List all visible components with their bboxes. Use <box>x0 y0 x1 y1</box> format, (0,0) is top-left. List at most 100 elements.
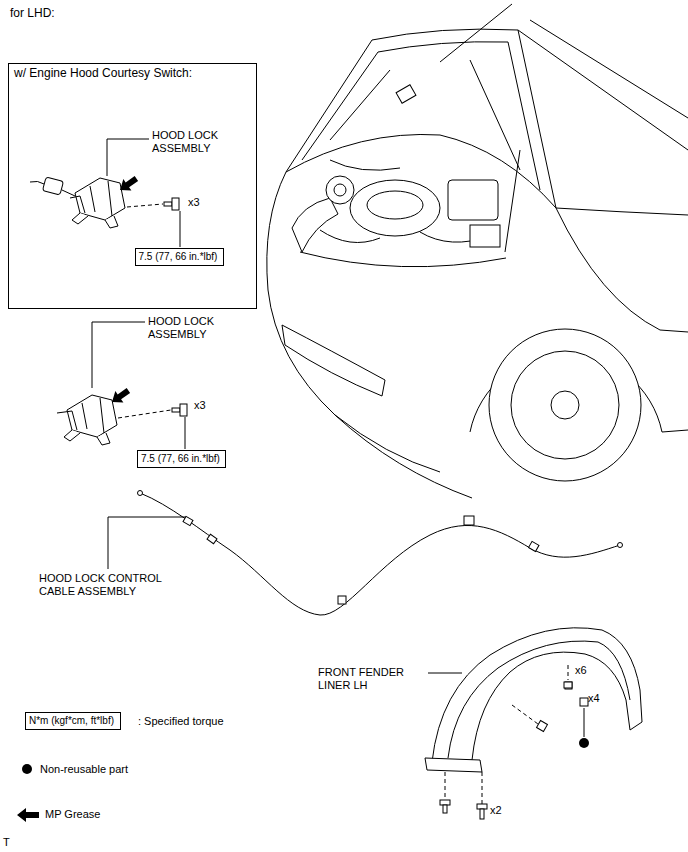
variant-heading: w/ Engine Hood Courtesy Switch: <box>14 67 251 80</box>
vehicle-front <box>556 208 688 332</box>
torque-box: 7.5 (77, 66 in.*lbf) <box>135 248 224 266</box>
bolt <box>172 198 179 210</box>
bolt <box>180 404 187 416</box>
hood-lock-control-cable <box>338 596 346 604</box>
non-reusable-mark <box>22 764 32 774</box>
legend-text: Non-reusable part <box>40 763 128 776</box>
hood-lock <box>57 398 104 433</box>
install-direction-line <box>118 410 171 418</box>
hood-lock-control-cable <box>140 493 620 615</box>
front-fender-liner <box>425 628 642 772</box>
grease-arrow <box>108 385 132 408</box>
bolt <box>164 202 172 206</box>
legend-text: : Specified torque <box>138 715 224 728</box>
clip <box>440 682 572 819</box>
vehicle-front <box>489 329 641 481</box>
legend-entry: : Specified torque <box>138 715 224 728</box>
grease-arrow <box>17 808 39 822</box>
vehicle-front <box>267 4 688 498</box>
install-direction-line <box>118 204 568 804</box>
hood-lock-with-switch <box>70 181 112 216</box>
vehicle-front <box>505 150 520 252</box>
install-direction-line <box>445 772 446 800</box>
torque-value: N*m (kgf*cm, ft*lbf) <box>29 715 117 727</box>
install-direction-line <box>482 772 483 804</box>
quantity: x4 <box>588 692 600 705</box>
leader-line <box>584 708 585 737</box>
leader-line <box>107 139 149 176</box>
clip <box>440 800 450 805</box>
vehicle-front <box>326 176 354 204</box>
vehicle-front <box>267 172 440 472</box>
hood-lock <box>97 433 110 445</box>
page-title: for LHD: <box>10 7 55 20</box>
hood-lock-control-cable <box>138 491 143 496</box>
vehicle-front <box>556 208 688 215</box>
hood-lock-control-cable <box>464 516 474 525</box>
part-name: HOOD LOCK ASSEMBLY <box>148 315 243 341</box>
legend-entry: Non-reusable part <box>40 763 128 776</box>
vehicle-front <box>367 191 423 219</box>
hood-lock-with-switch <box>72 213 88 224</box>
vehicle-front <box>396 85 416 103</box>
hood-lock <box>67 395 117 437</box>
courtesy-switch-connector <box>30 181 44 184</box>
hood-lock <box>64 430 80 441</box>
grease-arrow <box>17 173 140 822</box>
leader-line <box>428 673 462 674</box>
vehicle-front <box>518 30 688 150</box>
leader-line <box>180 211 181 247</box>
front-fender-liner <box>425 758 482 772</box>
install-direction-line <box>512 705 538 724</box>
clip <box>537 721 548 732</box>
vehicle-front <box>350 180 440 236</box>
vehicle-front <box>320 160 490 243</box>
quantity: x3 <box>188 196 200 209</box>
courtesy-switch-connector <box>30 177 75 196</box>
torque-value: 7.5 (77, 66 in.*lbf) <box>139 251 220 263</box>
leader-line <box>108 517 186 569</box>
torque-value: 7.5 (77, 66 in.*lbf) <box>141 453 222 465</box>
hood-lock-with-switch <box>105 216 118 228</box>
hood-lock-with-switch <box>75 178 125 220</box>
hood-lock-control-cable <box>183 516 193 525</box>
vehicle-front <box>282 325 385 396</box>
vehicle-front <box>470 225 500 247</box>
front-fender-liner <box>565 682 572 689</box>
bolt <box>172 408 180 412</box>
grease-arrow <box>116 173 140 196</box>
variant-frame: w/ Engine Hood Courtesy Switch: 7.5 (77, … <box>8 63 257 309</box>
legend-entry: MP Grease <box>45 808 100 821</box>
clip <box>477 804 487 809</box>
vehicle-front <box>551 391 579 419</box>
leader-line <box>92 322 145 388</box>
leader-line <box>185 417 186 449</box>
hood-lock <box>57 395 117 445</box>
vehicle-front <box>300 252 506 267</box>
vehicle-front <box>302 42 540 190</box>
vehicle-front <box>334 184 346 196</box>
part-name: FRONT FENDER LINER LH <box>318 666 423 692</box>
vehicle-front <box>440 4 512 62</box>
vehicle-front <box>448 180 498 220</box>
part-name: HOOD LOCK CONTROL CABLE ASSEMBLY <box>39 572 179 598</box>
front-fender-liner <box>448 641 630 758</box>
vehicle-front <box>530 20 688 118</box>
front-fender-liner <box>580 698 588 706</box>
install-direction-line <box>127 204 163 207</box>
clip <box>443 805 447 813</box>
vehicle-front <box>292 198 338 252</box>
vehicle-front <box>330 60 520 170</box>
courtesy-switch-connector <box>62 190 75 196</box>
hood-lock-control-cable <box>138 491 623 616</box>
quantity: x6 <box>575 664 587 677</box>
legend-text: MP Grease <box>45 808 100 821</box>
vehicle-front <box>511 351 619 459</box>
hood-lock-control-cable <box>207 534 217 544</box>
hood-lock-control-cable <box>618 543 623 548</box>
clip <box>564 682 572 688</box>
courtesy-switch-connector <box>42 177 63 195</box>
bolt <box>164 198 187 416</box>
hood-lock-control-cable <box>529 541 539 551</box>
